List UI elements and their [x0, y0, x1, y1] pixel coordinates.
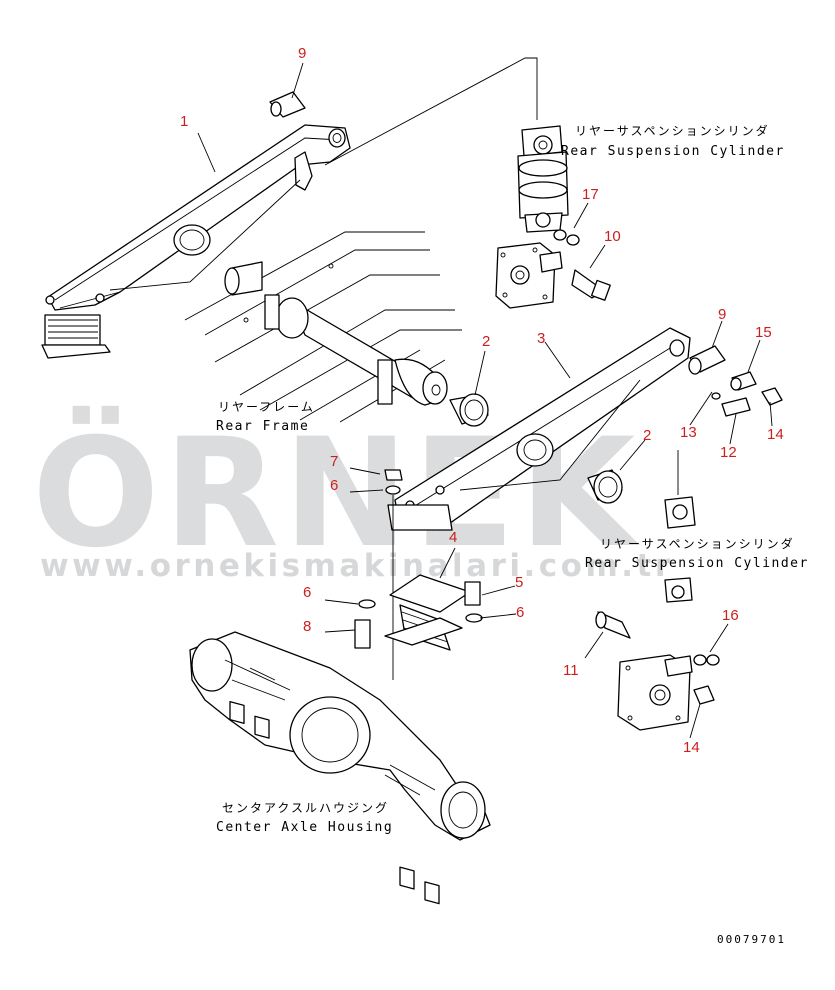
rear-frame	[184, 231, 462, 423]
drawing-code: 00079701	[717, 933, 786, 946]
watermark-url: www.ornekismakinalari.com.tr	[40, 548, 674, 584]
center-axle-housing	[189, 631, 491, 905]
rear-suspension-cylinder-upper	[517, 125, 569, 233]
label-frame-jp: リヤーフレーム	[218, 400, 315, 414]
label-cylinder-upper-jp: リヤーサスペンションシリンダ	[575, 123, 770, 138]
label-cylinder-lower-jp: リヤーサスペンションシリンダ	[600, 536, 795, 551]
pin-upper-left	[269, 91, 306, 118]
rear-suspension-cylinder-lower	[664, 450, 696, 603]
cylinder-bracket-lower	[595, 611, 720, 731]
nut-washer-left	[384, 469, 403, 680]
callout-12: 12	[720, 444, 737, 461]
rubber-mount	[384, 574, 473, 651]
callout-5: 5	[515, 574, 523, 591]
callout-11: 11	[563, 662, 579, 679]
callout-13: 13	[680, 424, 697, 441]
label-cylinder-lower-en: Rear Suspension Cylinder	[585, 556, 809, 571]
label-axle-jp: センタアクスルハウジング	[222, 801, 389, 815]
bushing-upper	[449, 393, 489, 427]
callout-8: 8	[303, 618, 311, 635]
mount-pad-left	[41, 314, 111, 359]
right-fasteners	[688, 345, 783, 417]
callout-14: 14	[683, 739, 700, 756]
bushing-lower	[587, 469, 623, 504]
leader-lines	[197, 62, 773, 739]
callouts: 1 9 17 10 2 3 9 15 13 14 12 2 7 6 4 5 6 …	[180, 45, 784, 756]
suspension-arm-right	[387, 327, 691, 531]
callout-1: 1	[180, 113, 188, 130]
callout-9: 9	[298, 45, 306, 62]
callout-9: 9	[718, 306, 726, 323]
callout-16: 16	[722, 607, 739, 624]
callout-14: 14	[767, 426, 784, 443]
callout-3: 3	[537, 330, 545, 347]
label-axle-en: Center Axle Housing	[216, 820, 393, 835]
callout-6: 6	[516, 604, 524, 621]
label-frame-en: Rear Frame	[216, 419, 309, 434]
callout-2: 2	[482, 333, 490, 350]
callout-17: 17	[582, 186, 599, 203]
callout-4: 4	[449, 529, 457, 546]
cylinder-bracket-upper	[495, 229, 611, 309]
callout-2: 2	[643, 427, 651, 444]
callout-10: 10	[604, 228, 621, 245]
callout-6: 6	[303, 584, 311, 601]
callout-6: 6	[330, 477, 338, 494]
callout-15: 15	[755, 324, 772, 341]
text-labels: リヤーサスペンションシリンダ Rear Suspension Cylinder …	[216, 123, 809, 835]
label-cylinder-upper-en: Rear Suspension Cylinder	[561, 144, 785, 159]
callout-7: 7	[330, 453, 338, 470]
suspension-arm-left	[45, 57, 538, 311]
